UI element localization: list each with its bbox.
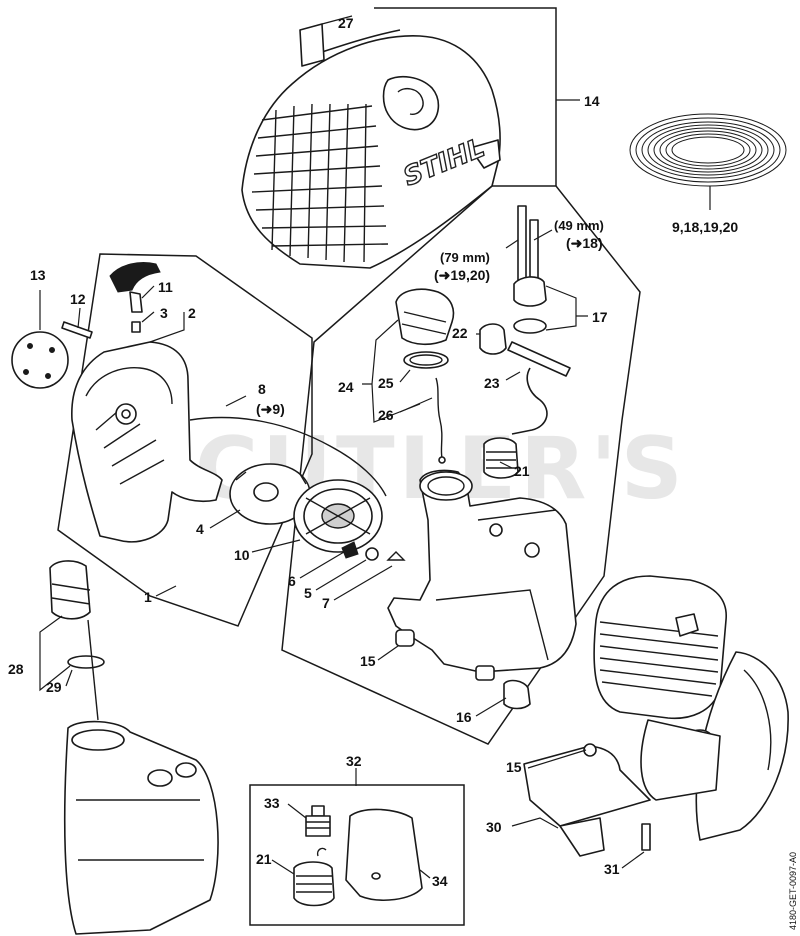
leader-28 [39, 615, 71, 692]
callout-10: 10 [234, 547, 250, 563]
callout-5: 5 [304, 585, 312, 601]
callout-15-tank: 15 [360, 653, 376, 669]
callout-22: 22 [452, 325, 468, 341]
leader-1 [155, 585, 177, 597]
leader-hose-long [505, 239, 519, 249]
callout-8-ref: (➜9) [256, 401, 285, 417]
starter-handle [109, 262, 161, 333]
leader-16 [475, 697, 507, 717]
leader-4 [209, 509, 241, 529]
fuel-pickup [435, 377, 446, 464]
fuel-filter-kit [293, 847, 335, 907]
leader-21-box [271, 859, 295, 875]
hose-long-ref: (➜19,20) [434, 267, 490, 283]
leader-10 [251, 539, 301, 553]
leader-15-engine [527, 749, 587, 769]
callout-21-tank: 21 [514, 463, 530, 479]
leader-27 [321, 15, 353, 25]
callout-11: 11 [158, 279, 173, 295]
leader-33 [287, 803, 307, 819]
leader-2 [149, 312, 185, 343]
callout-25: 25 [378, 375, 394, 391]
callout-15-engine: 15 [506, 759, 522, 775]
callout-14: 14 [584, 93, 600, 109]
leader-15-tank [377, 645, 399, 661]
leader-5 [315, 559, 367, 591]
leader-7 [333, 565, 393, 601]
leader-31 [621, 851, 645, 869]
leader-8 [225, 395, 247, 407]
callout-12: 12 [70, 291, 86, 307]
callout-26: 26 [378, 407, 394, 423]
air-filter [345, 808, 423, 901]
leader-26 [399, 397, 433, 413]
leader-23 [505, 371, 521, 381]
callout-7: 7 [322, 595, 330, 611]
leader-6 [299, 551, 345, 579]
callout-17: 17 [592, 309, 608, 325]
callout-29: 29 [46, 679, 62, 695]
leader-12 [77, 307, 81, 329]
callout-34: 34 [432, 873, 448, 889]
callout-9-18-19-20: 9,18,19,20 [672, 219, 738, 235]
callout-30: 30 [486, 819, 502, 835]
group-frame-cover [374, 7, 557, 186]
engine-cover: STIHL [241, 23, 501, 269]
callout-4: 4 [196, 521, 204, 537]
service-kit-box [249, 784, 465, 926]
leader-21-tank [499, 461, 513, 469]
hose-long-length: (79 mm) [440, 250, 490, 265]
callout-2: 2 [188, 305, 196, 321]
callout-32: 32 [346, 753, 362, 769]
callout-13: 13 [30, 267, 46, 283]
spark-plug [305, 805, 331, 837]
leader-hose-short [533, 229, 553, 241]
fuel-hose [483, 367, 548, 479]
callout-23: 23 [484, 375, 500, 391]
leader-30 [511, 817, 559, 829]
leader-17 [545, 285, 588, 331]
callout-28: 28 [8, 661, 24, 677]
callout-8: 8 [258, 381, 266, 397]
callout-33: 33 [264, 795, 280, 811]
leader-3 [141, 311, 155, 323]
engine-mount [523, 743, 651, 857]
callout-21-box: 21 [256, 851, 272, 867]
hose-short-ref: (➜18) [566, 235, 603, 251]
callout-27: 27 [338, 15, 354, 31]
leader-34 [419, 869, 431, 879]
callout-6: 6 [288, 573, 296, 589]
callout-16: 16 [456, 709, 472, 725]
pawl-pulley [293, 479, 406, 561]
rope-rotor [189, 416, 387, 525]
lower-tank-assembly [49, 560, 219, 935]
starter-cover-plate [11, 321, 93, 389]
callout-24: 24 [338, 379, 354, 395]
filler-cap [395, 288, 455, 369]
callout-1: 1 [144, 589, 152, 605]
tank-vent-hoses [479, 205, 571, 377]
tubing-coil [629, 113, 787, 187]
leader-11 [141, 285, 155, 299]
document-id: 4180-GET-0097-A0 [788, 852, 798, 930]
fuel-tank [387, 469, 577, 710]
starter-cover [71, 341, 223, 543]
group-frame-starter [57, 253, 313, 627]
leader-25 [399, 369, 411, 383]
leader-29 [65, 669, 73, 687]
callout-31: 31 [604, 861, 620, 877]
engine [593, 575, 789, 841]
group-frame-tank [281, 185, 641, 745]
hose-short-length: (49 mm) [554, 218, 604, 233]
callout-3: 3 [160, 305, 168, 321]
